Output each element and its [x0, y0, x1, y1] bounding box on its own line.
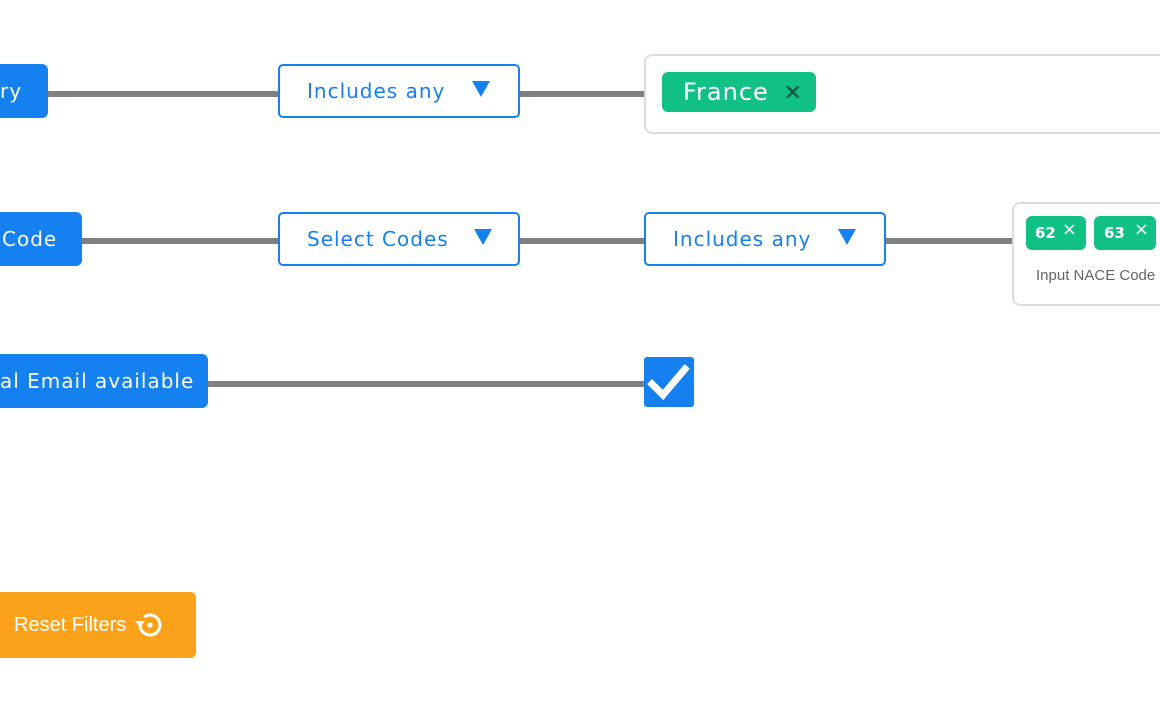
connector-line	[46, 91, 280, 97]
country-tag-input[interactable]: France ×	[644, 54, 1160, 134]
reset-filters-label: Reset Filters	[14, 613, 127, 636]
dropdown-arrow-icon	[472, 81, 490, 97]
nace-code-tag-input[interactable]: 62 × 63 × Input NACE Code	[1012, 202, 1160, 306]
connector-line	[206, 381, 646, 387]
country-operator-dropdown[interactable]: Includes any	[278, 64, 520, 118]
connector-line	[518, 238, 646, 244]
email-available-checkbox[interactable]	[644, 357, 694, 407]
tag-remove-icon[interactable]: ×	[1061, 219, 1077, 240]
dropdown-value: Includes any	[673, 227, 812, 251]
filter-label-country[interactable]: ry	[0, 64, 48, 118]
tag-label: 62	[1035, 224, 1056, 242]
checkmark-icon	[647, 364, 690, 401]
dropdown-arrow-icon	[838, 229, 856, 245]
filter-label-nace-code[interactable]: Code	[0, 212, 82, 266]
tag-remove-icon[interactable]: ×	[783, 80, 802, 105]
connector-line	[80, 238, 280, 244]
nace-code-tag: 62 ×	[1026, 216, 1086, 250]
tag-label: France	[683, 78, 769, 106]
connector-line	[884, 238, 1014, 244]
reset-icon	[135, 613, 162, 637]
filter-label-text: Code	[2, 227, 58, 251]
connector-line	[518, 91, 646, 97]
nace-code-input-placeholder[interactable]: Input NACE Code	[1036, 267, 1156, 284]
dropdown-value: Includes any	[307, 79, 446, 103]
tag-label: 63	[1104, 224, 1125, 242]
nace-operator-dropdown[interactable]: Includes any	[644, 212, 886, 266]
filter-label-text: ry	[0, 79, 23, 103]
nace-code-tag: 63 ×	[1094, 216, 1156, 250]
filter-label-text: al Email available	[0, 369, 195, 393]
country-tag: France ×	[662, 72, 816, 112]
tag-remove-icon[interactable]: ×	[1133, 219, 1149, 240]
filter-label-email-available[interactable]: al Email available	[0, 354, 208, 408]
dropdown-value: Select Codes	[307, 227, 449, 251]
reset-filters-button[interactable]: Reset Filters	[0, 592, 196, 658]
dropdown-arrow-icon	[474, 229, 492, 245]
nace-code-select-dropdown[interactable]: Select Codes	[278, 212, 520, 266]
